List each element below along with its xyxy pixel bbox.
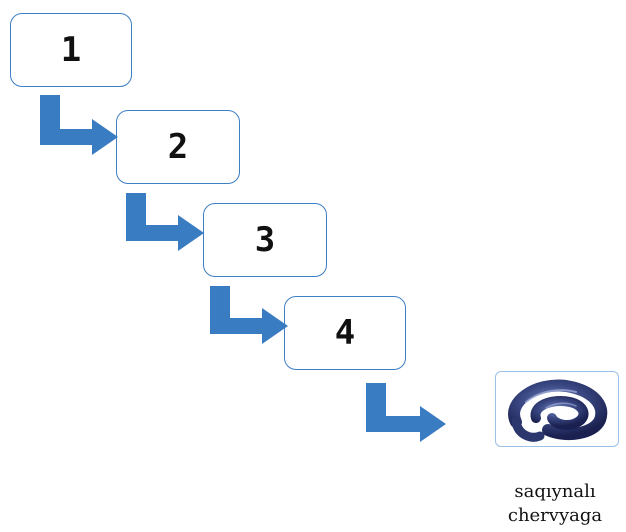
arrow-1-to-2	[40, 95, 118, 155]
result-image-frame	[495, 371, 619, 447]
step-label-3: 3	[254, 220, 276, 260]
caption-line-1: saqıynalı	[514, 481, 596, 502]
arrow-3-to-4	[210, 286, 288, 344]
step-box-2: 2	[116, 110, 240, 184]
caption-line-2: chervyaga	[507, 505, 603, 526]
arrow-4-to-result	[366, 383, 446, 442]
step-box-4: 4	[284, 296, 406, 370]
step-label-2: 2	[167, 127, 189, 167]
step-box-1: 1	[10, 13, 132, 87]
step-label-4: 4	[334, 313, 356, 353]
result-caption: saqıynalı chervyaga	[490, 480, 620, 528]
step-box-3: 3	[203, 203, 327, 277]
step-label-1: 1	[60, 30, 82, 70]
arrow-2-to-3	[126, 193, 204, 251]
worm-image	[508, 379, 608, 442]
